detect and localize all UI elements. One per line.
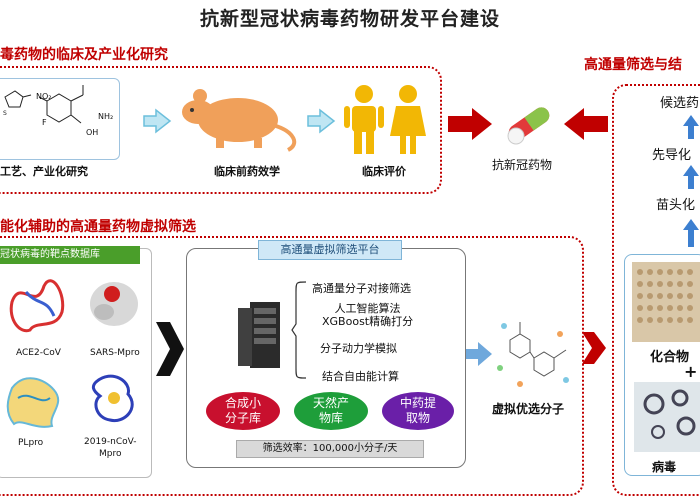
red-arrow-right-icon (448, 108, 492, 140)
page-title: 抗新型冠状病毒药物研发平台建设 (199, 8, 500, 30)
platform-box (186, 248, 466, 468)
chem-no2: NO₂ (36, 92, 52, 101)
virus-cells-icon (634, 382, 700, 452)
anti-covid-drug-label: 抗新冠药物 (492, 158, 553, 172)
chem-f: F (42, 118, 47, 127)
molecule-icon (497, 322, 569, 387)
capsule-icon (507, 107, 550, 145)
red-arrow-left-icon (564, 108, 608, 140)
mouse-icon (182, 89, 297, 152)
up-arrow-icon (683, 115, 699, 139)
chem-oh: OH (86, 128, 99, 137)
arrow-right-icon (143, 108, 172, 134)
protein-2019-ncov-mpro-icon (91, 374, 134, 423)
natural-product-library-oval: 天然产 物库 (294, 392, 368, 430)
platform-title: 高通量虚拟筛选平台 (258, 240, 402, 260)
stage-hit: 苗头化 (656, 198, 696, 213)
server-icon (238, 302, 280, 368)
svg-text:S: S (3, 110, 7, 117)
plus-sign: + (684, 362, 698, 381)
stage-candidate: 候选药 (660, 96, 700, 111)
target-label-plpro: PLpro (18, 438, 44, 448)
tcm-extract-oval: 中药提 取物 (382, 392, 454, 430)
section3-frame (612, 84, 700, 496)
section1-frame (0, 66, 442, 194)
section1-title: 毒药物的临床及产业化研究 (0, 47, 168, 63)
arrow-right-icon (307, 108, 336, 134)
people-icon (344, 85, 426, 154)
protein-ace2-icon (9, 279, 65, 333)
chemical-structure-box: S (0, 78, 120, 160)
step-free-energy: 结合自由能计算 (322, 370, 399, 383)
up-arrow-icon (683, 165, 699, 189)
section3-title: 高通量筛选与结 (584, 57, 682, 73)
up-arrow-icon (683, 219, 699, 247)
well-plate-icon (632, 262, 700, 342)
step-molecular-dynamics: 分子动力学模拟 (320, 342, 397, 355)
arrow-right-icon (466, 342, 492, 366)
virtual-optimized-molecules-label: 虚拟优选分子 (492, 402, 565, 416)
compound-label: 化合物 (650, 350, 690, 365)
chemical-structure-icon: S (3, 85, 84, 124)
target-database-title: 冠状病毒的靶点数据库 (0, 246, 140, 264)
red-arrow-right-icon (582, 332, 606, 364)
preclinical-label: 临床前药效学 (214, 165, 280, 178)
target-label-2019-ncov-mpro: 2019-nCoV- Mpro (84, 437, 137, 459)
synthetic-library-oval: 合成小 分子库 (206, 392, 280, 430)
stage-lead: 先导化 (652, 148, 692, 163)
black-arrow-right-icon (156, 322, 184, 376)
step-ai-scoring: 人工智能算法 XGBoost精确打分 (322, 302, 414, 328)
screening-efficiency: 筛选效率：100,000小分子/天 (236, 440, 424, 458)
clinical-label: 临床评价 (362, 165, 406, 178)
protein-plpro-icon (6, 377, 60, 428)
protein-sars-mpro-icon (90, 282, 138, 326)
section2-title: 能化辅助的高通量药物虚拟筛选 (0, 219, 196, 235)
process-industrialization-label: 工艺、产业化研究 (0, 165, 88, 178)
target-label-ace2: ACE2-CoV (16, 348, 61, 358)
step-docking: 高通量分子对接筛选 (312, 282, 411, 295)
bracket-icon (291, 281, 307, 379)
virus-label: 病毒 (652, 460, 677, 474)
target-label-sars-mpro: SARS-Mpro (90, 348, 140, 358)
section2-frame (0, 236, 584, 496)
chem-nh2: NH₂ (98, 112, 114, 121)
